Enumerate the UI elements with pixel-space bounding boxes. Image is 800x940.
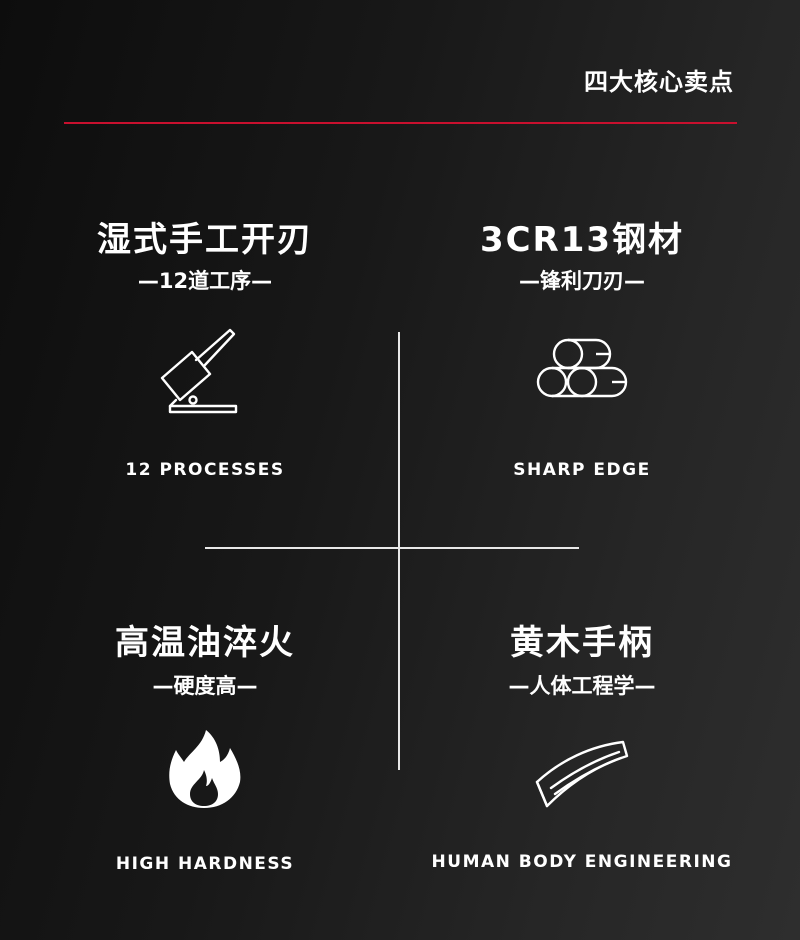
flame-icon	[5, 728, 405, 810]
feature-subtitle: —硬度高—	[152, 674, 258, 698]
wooden-handle-icon	[382, 738, 782, 810]
grid-horizontal-divider	[205, 547, 579, 549]
grid-vertical-divider	[398, 332, 400, 770]
feature-english-label: 12 PROCESSES	[125, 460, 285, 480]
feature-english-label: HIGH HARDNESS	[115, 854, 295, 874]
feature-subtitle: —锋利刀刃—	[519, 269, 645, 293]
feature-subtitle: —人体工程学—	[508, 674, 656, 698]
feature-title: 湿式手工开刃	[97, 220, 313, 260]
feature-title: 黄木手柄	[510, 623, 654, 663]
feature-title: 3CR13钢材	[479, 220, 685, 260]
feature-english-label: SHARP EDGE	[513, 460, 651, 480]
section-title: 四大核心卖点	[584, 68, 734, 96]
steel-bars-icon	[382, 334, 782, 402]
accent-divider	[64, 122, 737, 124]
cleaver-knife-icon	[5, 326, 405, 416]
feature-subtitle: —12道工序—	[137, 269, 273, 293]
feature-english-label: HUMAN BODY ENGINEERING	[431, 852, 733, 872]
feature-title: 高温油淬火	[115, 623, 295, 663]
